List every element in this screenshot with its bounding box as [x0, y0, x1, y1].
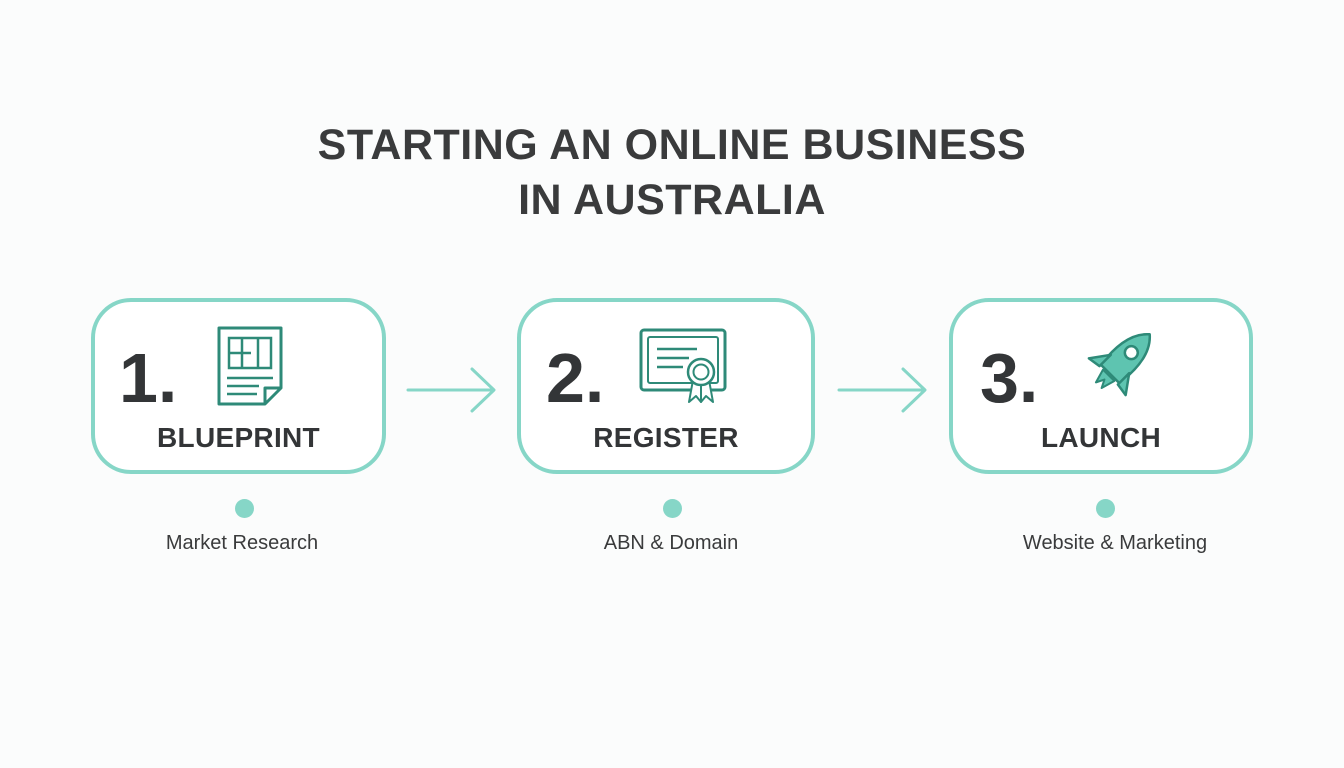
step-caption: Website & Marketing [1022, 532, 1208, 554]
step-card-launch: 3. LAUNCH [949, 298, 1253, 474]
certificate-icon [639, 324, 729, 413]
title-line-2: IN AUSTRALIA [518, 176, 826, 224]
arrow-right-icon [837, 367, 927, 413]
arrow-right-icon [406, 367, 496, 413]
step-label: BLUEPRINT [157, 422, 320, 453]
blueprint-icon [213, 324, 287, 413]
page-title: STARTING AN ONLINE BUSINESS IN AUSTRALIA [0, 118, 1344, 228]
step-label: REGISTER [593, 422, 739, 453]
step-number: 1. [119, 339, 178, 417]
step-card-blueprint: 1. BLUEPRINT [91, 298, 386, 474]
step-caption: ABN & Domain [603, 532, 739, 554]
title-line-1: STARTING AN ONLINE BUSINESS [317, 121, 1027, 169]
timeline-dot [1096, 499, 1115, 518]
step-card-register: 2. REGISTER [517, 298, 815, 474]
step-number: 2. [546, 339, 605, 417]
timeline-dot [663, 499, 682, 518]
step-label: LAUNCH [1040, 422, 1161, 453]
rocket-icon [1075, 324, 1165, 411]
timeline-dot [235, 499, 254, 518]
step-number: 3. [980, 339, 1039, 417]
step-caption: Market Research [165, 532, 319, 554]
